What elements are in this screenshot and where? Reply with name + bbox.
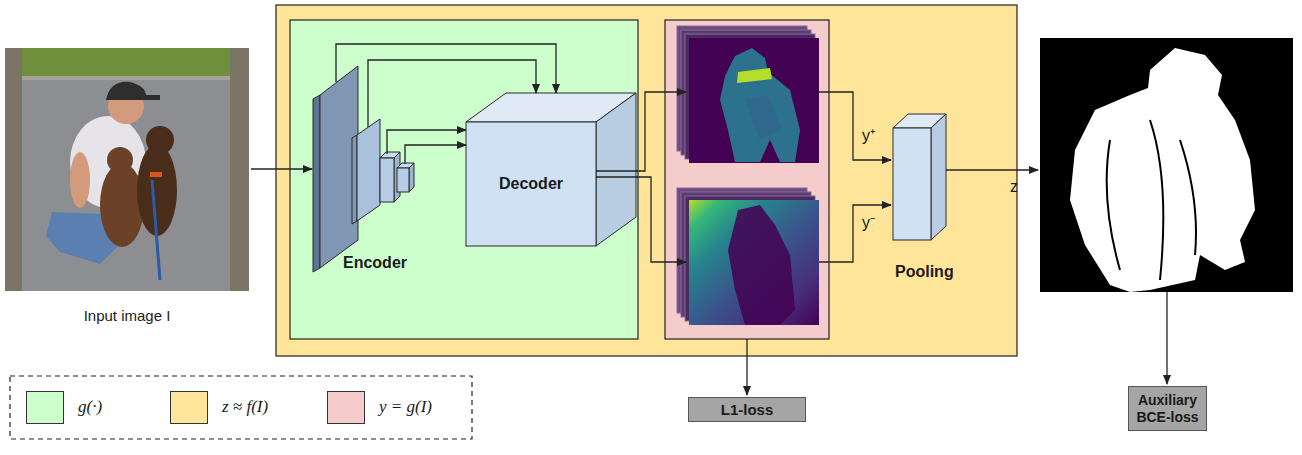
node-label: Pooling (895, 263, 954, 281)
encoder-layers (320, 66, 358, 268)
encoder-layers (313, 95, 320, 272)
feature-maps (737, 68, 772, 83)
encoder-layers (397, 168, 409, 192)
output-mask (1070, 48, 1255, 292)
signal-label: y⁻ (862, 211, 875, 233)
legend-swatch (327, 391, 365, 424)
data-flow-line (946, 169, 1038, 170)
connector-arrow (387, 130, 466, 154)
output-mask (1107, 120, 1196, 280)
feature-maps (745, 95, 782, 140)
legend-text: y = g(I) (379, 397, 432, 417)
input-image: Input image I (5, 48, 251, 330)
loss-box: Auxiliary BCE-loss (1128, 386, 1207, 431)
encoder-layers (357, 119, 380, 221)
box-label: Auxiliary BCE-loss (1133, 392, 1202, 424)
decoder-cube-drawing (466, 93, 636, 246)
node-label: Decoder (466, 175, 596, 193)
decoder-cube-drawing (596, 93, 636, 246)
input-photo (140, 95, 160, 100)
connector-arrow (251, 168, 312, 169)
input-photo (150, 172, 162, 177)
pooling-cube-drawing (931, 114, 946, 240)
legend-swatch (170, 391, 208, 424)
input-photo (146, 126, 174, 154)
input-photo (100, 163, 144, 247)
loss-box: L1-loss (688, 397, 806, 422)
feature-maps (689, 38, 819, 163)
output-mask (1040, 38, 1293, 292)
decoder-cube: Decoder (466, 93, 636, 246)
network-region (290, 20, 638, 339)
input-photo (107, 147, 133, 173)
legend-text: g(·) (78, 397, 102, 417)
data-flow-line (819, 92, 891, 160)
input-photo (5, 48, 249, 291)
legend-text: z ≈ f(I) (222, 397, 268, 417)
input-photo (5, 48, 249, 291)
box-label: L1-loss (721, 401, 774, 418)
input-photo (22, 48, 230, 291)
feature-maps (728, 205, 795, 325)
decoder-cube-drawing (466, 122, 596, 246)
data-flow-line (596, 92, 1167, 395)
output-mask (1040, 38, 1293, 292)
data-flow-line (596, 177, 686, 262)
input-photo (70, 152, 90, 208)
input-photo (22, 48, 230, 78)
encoder-layers (313, 66, 414, 272)
feature-maps (689, 200, 819, 325)
output-region (665, 20, 829, 339)
encoder-layers (380, 158, 394, 202)
input-photo (22, 76, 230, 80)
connector-arrow (405, 145, 466, 164)
node-label: Input image I (5, 307, 249, 324)
input-photo (137, 144, 177, 236)
pooling-cube-drawing (893, 114, 946, 240)
pooling-cube: Pooling (893, 113, 968, 285)
node-label: Encoder (343, 254, 407, 272)
model-region (276, 5, 1017, 356)
connector-arrow (368, 60, 536, 127)
data-flow-line (819, 205, 891, 262)
encoder-layers (352, 135, 357, 224)
connector-arrow (336, 44, 556, 93)
encoder-layers (409, 163, 414, 192)
legend-swatch (26, 391, 64, 424)
pooling-cube-drawing (893, 128, 931, 240)
feature-maps (720, 48, 800, 162)
data-flow-line (1166, 292, 1167, 384)
data-flow-line (596, 92, 686, 171)
input-photo (152, 180, 160, 280)
encoder-block: Encoder (312, 66, 424, 276)
signal-label: y⁺ (862, 124, 875, 146)
legend-frame (10, 376, 472, 439)
data-flow-line (746, 339, 747, 395)
feature-maps (677, 26, 819, 325)
signal-label: z (1010, 178, 1018, 196)
